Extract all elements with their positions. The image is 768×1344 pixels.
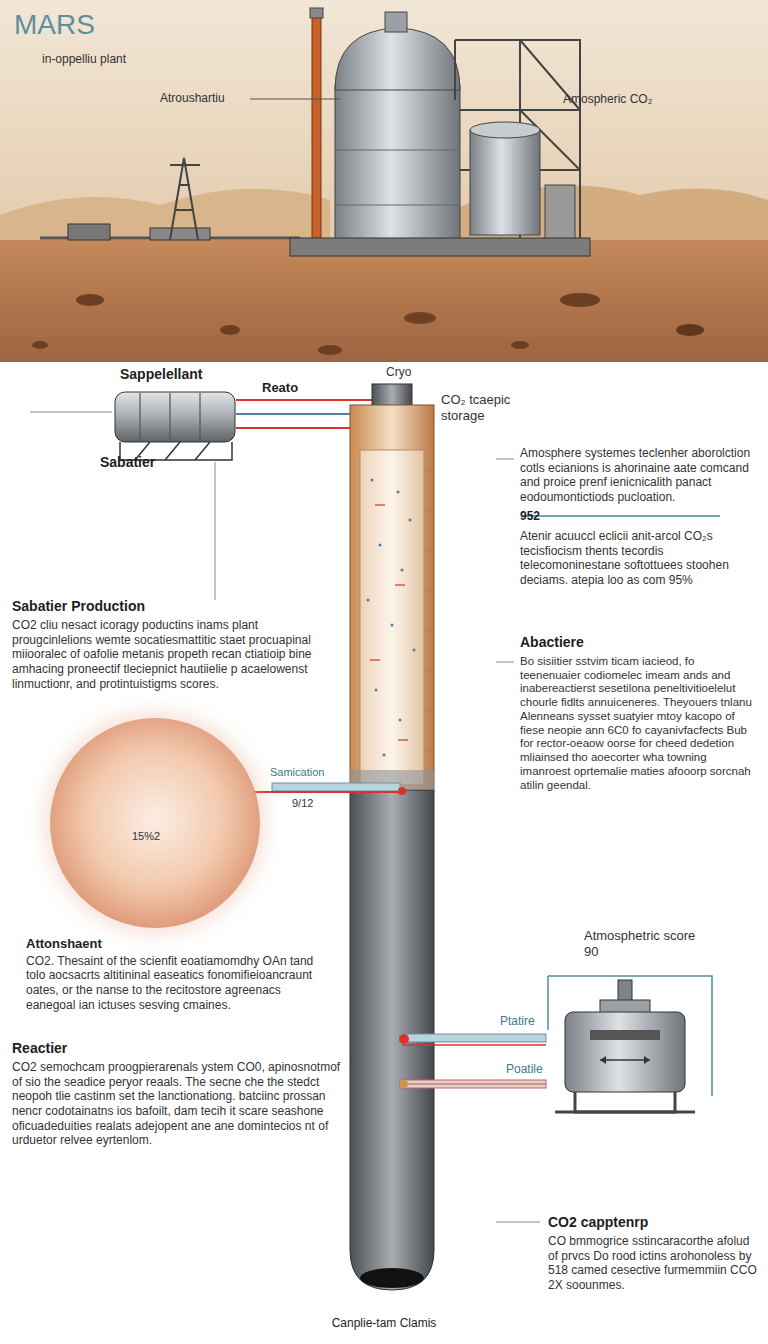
part-label: CO₂ tcaepic storage	[441, 392, 551, 424]
section-heading: Attonshaent	[26, 936, 332, 952]
label-holder: in-oppelliu plant	[42, 52, 152, 67]
label-holder: Atroushartiu	[160, 91, 225, 106]
part-label: Atmosphetric score 90	[584, 928, 704, 960]
pipe-label: Ptatire	[500, 1014, 535, 1029]
section-heading: CO2 capptenrp	[548, 1214, 760, 1231]
part-label: Amospheric CO₂	[563, 92, 652, 107]
note-text: Atenir acuuccl eclicii anit-arcol CO₂s t…	[520, 529, 756, 588]
note-text: CO2. Thesaint of the scienfit eoatiamomd…	[26, 954, 332, 1013]
label-holder: Cryo	[386, 365, 411, 380]
callout-number: 952	[520, 509, 756, 524]
label-holder: Poatile	[506, 1062, 543, 1077]
text-column: ReactierCO2 semochcam proogpierarenals y…	[12, 1040, 342, 1148]
note-text: Bo sisiitier sstvim ticam iacieod, fo te…	[520, 655, 756, 793]
text-column: AttonshaentCO2. Thesaint of the scienfit…	[26, 936, 332, 1012]
label-holder: CO₂ tcaepic storage	[441, 392, 551, 424]
callout-number: 15%2	[132, 830, 160, 843]
note-text: CO2 semochcam proogpierarenals ystem CO0…	[12, 1060, 342, 1148]
text-column: Amosphere systemes teclenher aborolction…	[520, 446, 756, 793]
pipe-label: Samication	[270, 766, 324, 779]
part-label: Sabatier	[100, 454, 155, 471]
label-holder: Amospheric CO₂	[563, 92, 652, 107]
label-holder: Samication	[270, 766, 324, 779]
note-text: CO2 cliu nesact icoragy poductins inams …	[12, 618, 336, 691]
caption-holder: Canplie-tam Clamis	[0, 1316, 768, 1331]
title-holder: MARS	[14, 8, 95, 42]
part-label: Atroushartiu	[160, 91, 225, 106]
section-heading: Abactiere	[520, 634, 756, 651]
note-text: CO bmmogrice sstincaracorthe afolud of p…	[548, 1234, 760, 1293]
label-holder: Ptatire	[500, 1014, 535, 1029]
atmosphere-circle: 15%2	[50, 718, 260, 928]
text-column: CO2 capptenrp CO bmmogrice sstincaracorth…	[548, 1214, 760, 1293]
plant-subtitle: in-oppelliu plant	[42, 52, 152, 67]
pipe-label: Poatile	[506, 1062, 543, 1077]
note-text: Amosphere systemes teclenher aborolction…	[520, 446, 756, 505]
part-label: Reato	[262, 380, 298, 396]
section-heading: Sabatier Production	[12, 598, 336, 615]
callout-number: 9/12	[292, 797, 313, 810]
diagram-title: MARS	[14, 8, 95, 42]
section-heading: Reactier	[12, 1040, 342, 1057]
part-label: Sappelellant	[120, 366, 202, 383]
text-column: Sabatier ProductionCO2 cliu nesact icora…	[12, 598, 336, 691]
label-holder: Atmosphetric score 90	[584, 928, 704, 960]
diagram-caption: Canplie-tam Clamis	[0, 1316, 768, 1331]
label-holder: Reato	[262, 380, 298, 396]
label-holder: 9/12	[292, 797, 313, 810]
label-holder: Sappelellant	[120, 366, 202, 383]
label-holder: Sabatier	[100, 454, 155, 471]
part-label: Cryo	[386, 365, 411, 380]
